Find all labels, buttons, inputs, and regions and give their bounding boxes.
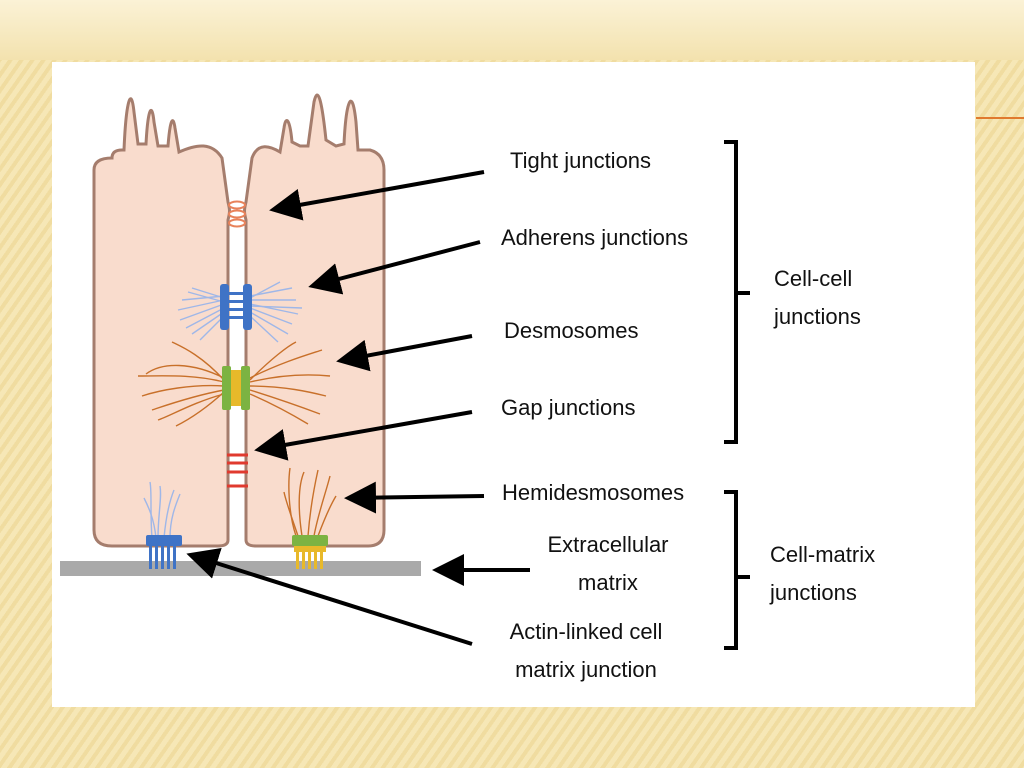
label-adherens-junctions: Adherens junctions — [501, 225, 689, 250]
arrow-actin-linked — [186, 547, 473, 646]
arrow-desmosomes — [336, 334, 473, 372]
bracket-cell-cell — [724, 140, 750, 444]
arrow-adherens-junctions — [308, 240, 481, 295]
bracket-cell-matrix — [724, 490, 750, 650]
label-gap-junctions: Gap junctions — [501, 395, 636, 420]
arrow-gap-junctions — [254, 410, 473, 461]
label-extracellular-matrix-line2: matrix — [578, 569, 638, 595]
label-cell-matrix-line2: junctions — [770, 579, 857, 605]
arrow-tight-junctions — [269, 170, 485, 221]
tight-junction — [228, 200, 246, 228]
label-extracellular-matrix-line1: Extracellular — [547, 532, 669, 557]
slide-accent-line — [976, 117, 1024, 119]
label-cell-matrix: Cell-matrix junctions — [770, 536, 875, 612]
label-tight-junctions: Tight junctions — [510, 148, 652, 173]
adherens-junction — [220, 284, 252, 330]
desmosome — [222, 366, 250, 410]
desmosome-filaments — [137, 341, 331, 427]
label-cell-cell-line1: Cell-cell — [774, 266, 853, 291]
adherens-filaments — [177, 281, 303, 343]
gap-junction — [227, 453, 248, 488]
label-desmosomes: Desmosomes — [504, 318, 639, 343]
slide-header-band — [0, 0, 1024, 60]
label-extracellular-matrix: Extracellular matrix — [532, 526, 684, 602]
label-hemidesmosomes: Hemidesmosomes — [502, 480, 685, 505]
extracellular-matrix — [60, 561, 421, 576]
hemidesmosome-filaments — [283, 467, 337, 537]
left-cell — [92, 97, 231, 548]
diagram-panel: Tight junctions Adherens junctions Desmo… — [52, 62, 975, 707]
actin-linked-filaments — [143, 481, 181, 539]
label-cell-cell: Cell-cell junctions — [774, 260, 861, 336]
cell-junction-diagram — [60, 93, 750, 650]
label-cell-matrix-line1: Cell-matrix — [770, 542, 876, 567]
label-actin-linked-line1: Actin-linked cell — [509, 619, 663, 644]
hemidesmosome — [292, 535, 328, 569]
arrow-hemidesmosomes — [344, 481, 485, 514]
label-actin-linked: Actin-linked cell matrix junction — [498, 613, 674, 689]
label-actin-linked-line2: matrix junction — [515, 656, 657, 682]
label-cell-cell-line2: junctions — [774, 303, 861, 329]
actin-linked-junction — [146, 535, 182, 569]
